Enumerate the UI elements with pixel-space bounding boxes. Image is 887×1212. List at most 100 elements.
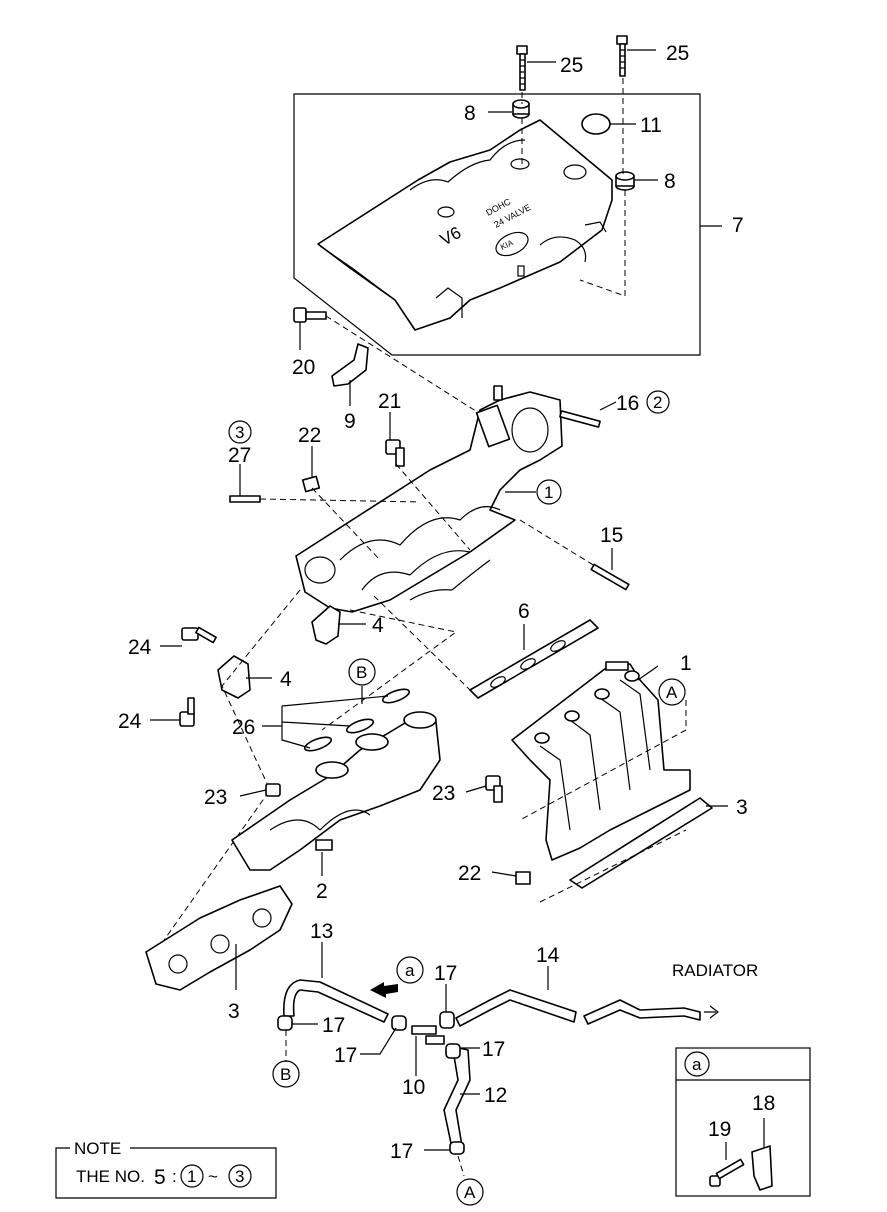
note-colon: : — [172, 1167, 177, 1186]
clip-18 — [751, 1145, 773, 1191]
callout-22a: 22 — [298, 424, 321, 447]
callout-3b: 3 — [228, 1000, 240, 1023]
nut-22a — [301, 475, 321, 493]
callout-B2: B — [280, 1065, 291, 1084]
callout-13: 13 — [310, 920, 333, 943]
bolt-20 — [293, 307, 327, 323]
inset-tag: a — [692, 1055, 702, 1074]
stud-27 — [229, 495, 261, 503]
callout-A1: A — [666, 683, 678, 702]
hose-13 — [283, 979, 389, 1023]
clamp-17b — [391, 1015, 407, 1031]
bolt-24b — [179, 697, 195, 727]
callout-24a: 24 — [128, 636, 152, 659]
callout-19: 19 — [708, 1118, 731, 1141]
clamp-17d — [445, 1043, 461, 1059]
stud-16 — [559, 410, 601, 428]
note-tilde: ~ — [208, 1167, 218, 1186]
callout-16-sub: 2 — [653, 393, 662, 412]
callout-9: 9 — [344, 410, 356, 433]
callout-17d: 17 — [482, 1038, 505, 1061]
callout-16: 16 — [616, 392, 639, 415]
callout-A2: A — [464, 1183, 476, 1202]
circle-B1 — [348, 658, 376, 686]
callout-1b: 1 — [680, 652, 692, 675]
note-number: 5 — [154, 1166, 166, 1189]
clamp-17a — [277, 1015, 293, 1031]
gasket-26a — [303, 736, 333, 752]
callout-4a: 4 — [372, 614, 384, 637]
callout-27-sub: 3 — [235, 423, 244, 442]
callout-3a: 3 — [736, 796, 748, 819]
intake-manifold-lower — [511, 661, 691, 861]
exhaust-manifold-2 — [231, 711, 441, 871]
bolt-24a — [181, 626, 217, 644]
callout-25a: 25 — [560, 54, 583, 77]
cap-11 — [581, 113, 611, 135]
callout-23b: 23 — [432, 782, 455, 805]
hose-14 — [455, 989, 577, 1027]
gasket-26c — [381, 688, 411, 704]
callout-17e: 17 — [390, 1140, 413, 1163]
gasket-3a — [569, 797, 713, 889]
callout-18: 18 — [752, 1092, 775, 1115]
circle-1a — [536, 479, 562, 505]
callout-a1: a — [405, 961, 415, 980]
rod-15 — [590, 563, 630, 591]
circle-B2 — [272, 1060, 300, 1088]
note-box — [55, 1147, 277, 1199]
callout-15: 15 — [600, 524, 623, 547]
callout-21: 21 — [378, 390, 401, 413]
callout-4b: 4 — [280, 668, 292, 691]
bolt-23b — [485, 775, 503, 803]
callout-8b: 8 — [664, 170, 676, 193]
callout-17b: 17 — [322, 1014, 345, 1037]
intake-manifold-upper — [295, 385, 563, 613]
nut-22b — [515, 871, 531, 885]
radiator-label: RADIATOR — [672, 961, 758, 980]
callout-11: 11 — [640, 114, 662, 137]
clamp-17c — [439, 1011, 455, 1029]
callout-12: 12 — [484, 1084, 507, 1107]
callout-23a: 23 — [204, 786, 227, 809]
bolt-25b — [616, 35, 628, 77]
inset-tag-circle — [684, 1051, 710, 1077]
callout-26: 26 — [232, 716, 255, 739]
callout-2: 2 — [316, 880, 328, 903]
callout-27: 27 — [228, 444, 251, 467]
gasket-26b — [345, 718, 375, 734]
note-from: 1 — [187, 1167, 196, 1186]
circle-16 — [646, 390, 670, 414]
callout-17c: 17 — [334, 1044, 357, 1067]
callout-17a: 17 — [434, 962, 457, 985]
bracket-4a — [311, 605, 341, 645]
circle-a1 — [396, 956, 424, 984]
callout-1a: 1 — [544, 483, 553, 502]
callout-20: 20 — [292, 356, 315, 379]
callout-25b: 25 — [666, 42, 689, 65]
bracket-9 — [331, 343, 369, 387]
inset-box — [675, 1047, 811, 1197]
note-title: NOTE — [74, 1139, 121, 1158]
clamp-17e — [449, 1141, 465, 1155]
engine-cover: V6 DOHC 24 VALVE KIA — [317, 119, 613, 331]
note-text: THE NO. — [76, 1167, 145, 1186]
note-from-circle — [180, 1164, 204, 1188]
note-to-circle — [228, 1164, 252, 1188]
circle-A2 — [456, 1178, 484, 1206]
callout-8a: 8 — [464, 102, 476, 125]
grommet-8a — [512, 99, 530, 119]
bolt-23a — [265, 783, 281, 797]
callout-B1: B — [356, 663, 367, 682]
bolt-25a — [516, 45, 528, 91]
callout-24b: 24 — [118, 710, 142, 733]
callout-10: 10 — [402, 1076, 425, 1099]
circle-27 — [228, 420, 252, 444]
hose-12 — [443, 1045, 471, 1149]
gasket-3b — [145, 885, 293, 991]
callout-7: 7 — [732, 214, 744, 237]
bolt-21 — [385, 439, 405, 467]
circle-A1 — [658, 678, 686, 706]
callout-6: 6 — [518, 600, 530, 623]
